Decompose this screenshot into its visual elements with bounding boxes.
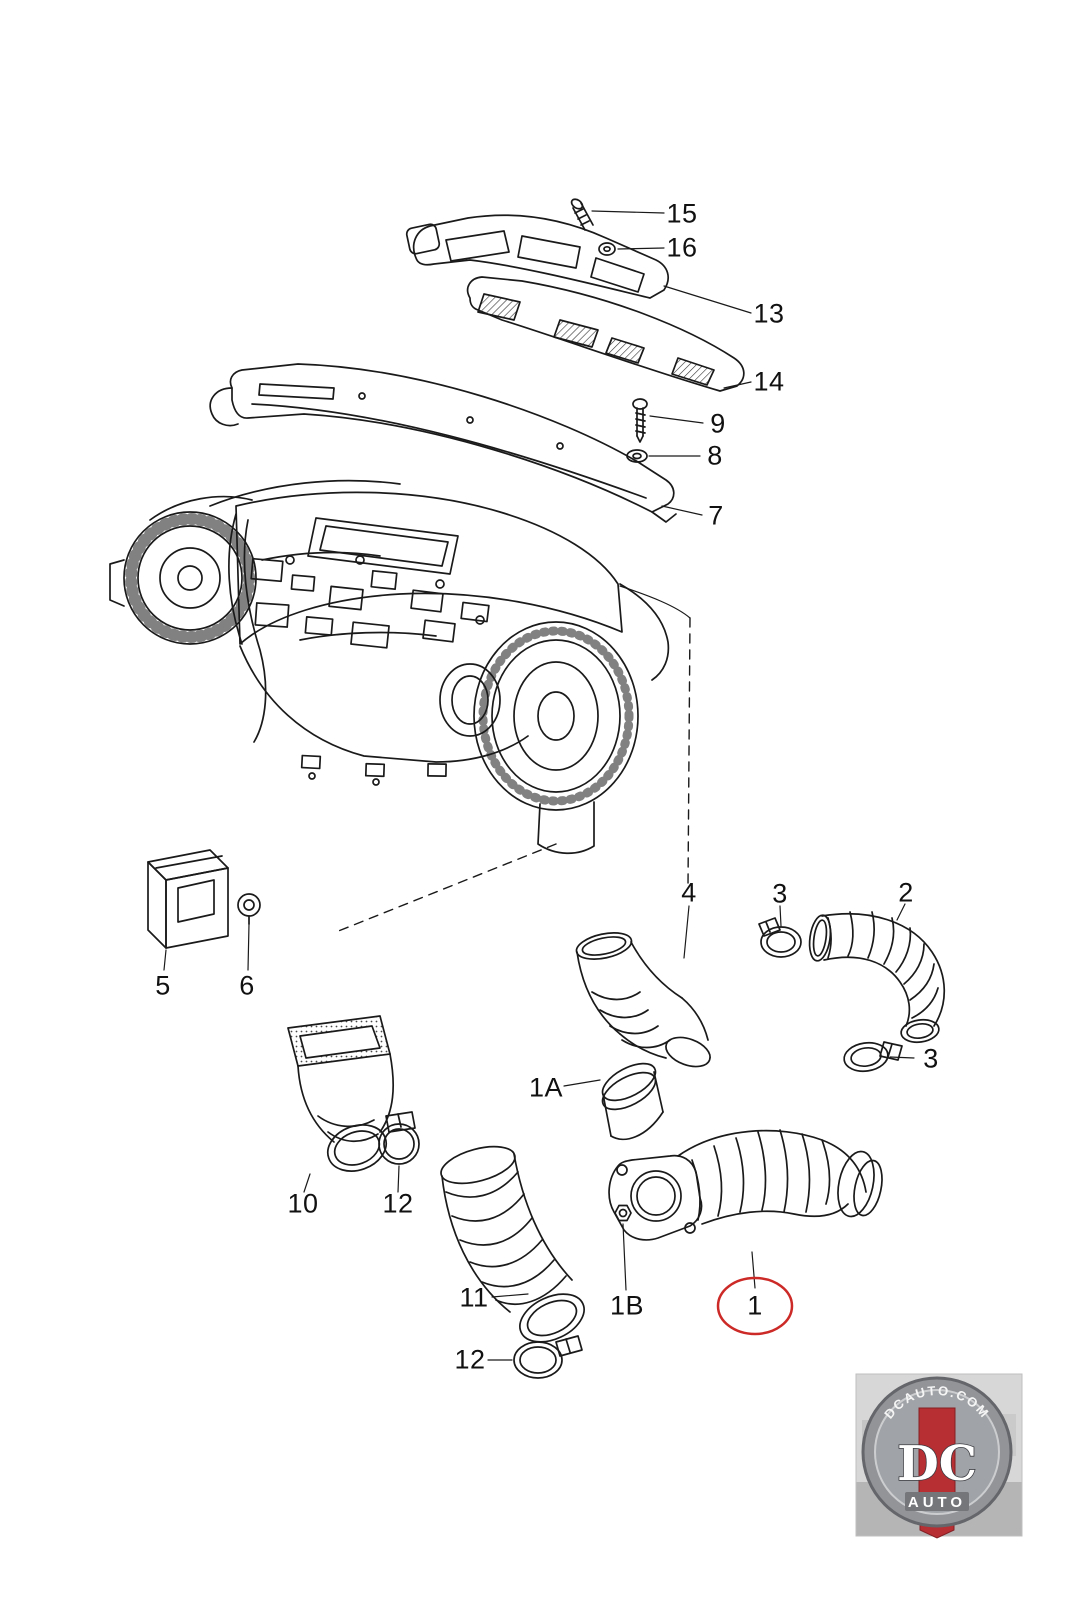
part-7-cowl-panel [209,363,677,523]
callout-1a[interactable]: 1A [528,1072,564,1103]
callout-1b[interactable]: 1B [609,1290,645,1321]
hvac-assembly [109,479,691,855]
part-16-washer [598,242,616,256]
callout-6[interactable]: 6 [239,970,255,1001]
part-3-clamp-lower [843,1041,903,1073]
part-15-screw [570,198,594,231]
part-5-bracket [147,849,229,949]
part-1-hose-assembly [608,1129,883,1241]
logo-wordmark: AUTO [908,1494,966,1511]
part-10-elbow-duct [287,1015,394,1172]
callout-3-upper[interactable]: 3 [772,878,788,909]
callout-15[interactable]: 15 [666,198,698,229]
callout-5[interactable]: 5 [155,970,171,1001]
part-12-clamp-lower [513,1335,583,1379]
part-1a-short-duct [601,1062,664,1141]
part-8-washer [626,449,648,463]
diagram-line-art [109,198,946,1379]
callout-16[interactable]: 16 [666,232,698,263]
callout-3-lower[interactable]: 3 [923,1043,939,1074]
logo-monogram: DC [897,1436,977,1492]
callout-2[interactable]: 2 [898,877,914,908]
highlight-circle-part-1 [716,1276,794,1336]
callout-1-highlighted[interactable]: 1 [747,1290,763,1321]
part-9-screw [632,398,648,443]
callout-13[interactable]: 13 [753,298,785,329]
part-4-hose [575,932,711,1068]
dcauto-logo: DCAUTO.COM DC AUTO [855,1373,1023,1539]
dashed-reference-lines [335,617,691,933]
callout-9[interactable]: 9 [710,408,726,439]
part-13-vent-trim [405,214,669,299]
callout-14[interactable]: 14 [753,366,785,397]
part-12-clamp-upper [378,1111,420,1165]
part-2-corrugated-hose [808,911,946,1044]
part-14-vent-grille [466,276,745,392]
logo-wordmark-bar [905,1492,969,1511]
callout-11[interactable]: 11 [459,1282,489,1313]
part-6-grommet [237,893,261,925]
callout-10[interactable]: 10 [287,1188,319,1219]
part-11-corrugated-hose [440,1145,585,1343]
part-3-clamp-upper [758,917,802,958]
callout-8[interactable]: 8 [707,440,723,471]
leader-lines [163,210,915,1361]
part-1b-nut [614,1204,632,1222]
callout-12-upper[interactable]: 12 [382,1188,414,1219]
callout-4[interactable]: 4 [681,877,697,908]
callout-12-lower[interactable]: 12 [454,1344,486,1375]
callout-7[interactable]: 7 [708,500,724,531]
